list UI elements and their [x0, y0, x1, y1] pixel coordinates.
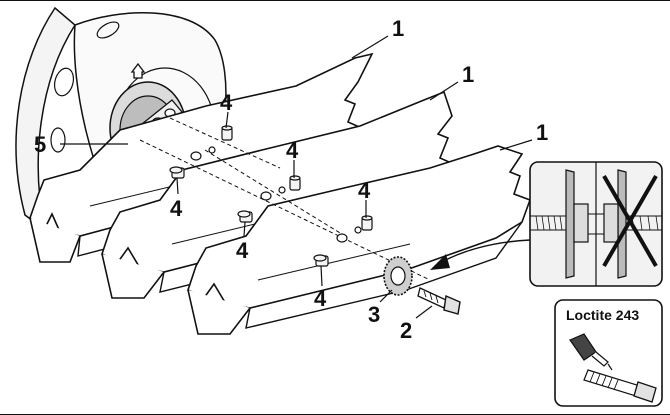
callout-blade-front: 1	[536, 120, 548, 145]
callout-pin-6: 4	[314, 286, 327, 311]
pin-shape	[361, 215, 373, 231]
callout-pin-3: 4	[286, 138, 299, 163]
cross-out-icon	[602, 174, 658, 268]
callout-pin-2: 4	[170, 196, 183, 221]
pin-shape	[169, 166, 185, 179]
callout-blade-middle: 1	[462, 62, 474, 87]
callout-blade-back: 1	[392, 16, 404, 41]
threaded-bolt-icon	[583, 369, 657, 403]
pin-shape	[289, 175, 301, 191]
callout-bolt: 2	[400, 318, 412, 343]
callout-pin-1: 4	[220, 90, 233, 115]
pin-shape	[237, 210, 253, 223]
pointer-arrow-icon	[430, 239, 531, 270]
serrated-washer	[383, 256, 413, 296]
retaining-pins	[169, 125, 373, 267]
alignment-lines	[139, 117, 431, 281]
correct-orientation-figure	[530, 169, 596, 279]
callout-pin-4: 4	[236, 238, 249, 263]
blade-bolt	[417, 287, 461, 315]
callout-hub: 5	[34, 132, 46, 157]
washer-orientation-inset	[529, 161, 663, 287]
pin-shape	[221, 125, 233, 141]
rotation-arrow-icon	[130, 62, 146, 79]
callout-washer: 3	[368, 302, 380, 327]
leader-lines	[60, 35, 533, 319]
adhesive-bottle-icon	[569, 333, 613, 371]
loctite-inset: Loctite 243	[554, 299, 663, 407]
callout-pin-5: 4	[358, 178, 371, 203]
loctite-label: Loctite 243	[566, 307, 639, 323]
blade-holes	[190, 146, 362, 243]
pin-shape	[313, 254, 329, 267]
incorrect-orientation-figure	[596, 169, 662, 279]
